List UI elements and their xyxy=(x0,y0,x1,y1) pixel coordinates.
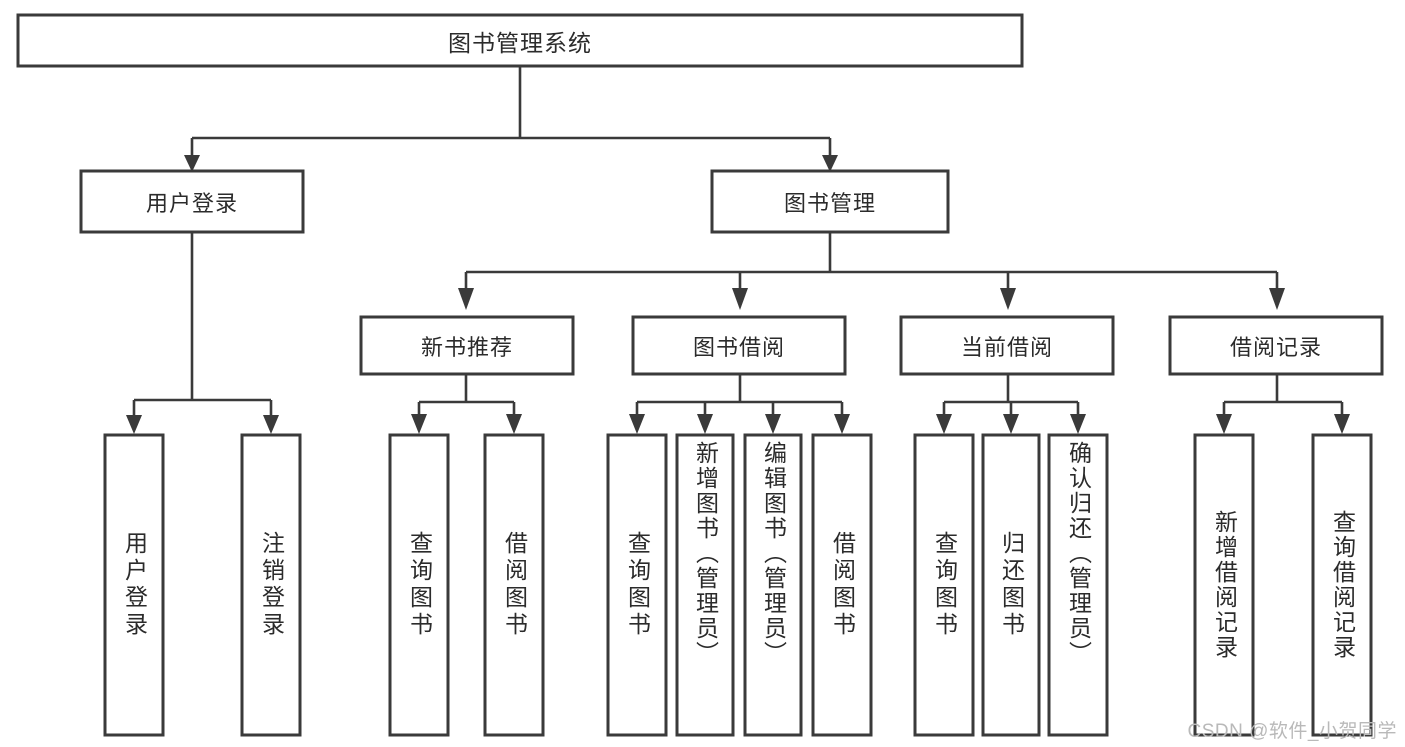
arrowhead-leaf-br-1 xyxy=(1334,414,1350,434)
arrowhead-borrow-record xyxy=(1269,288,1285,310)
arrowhead-user-login xyxy=(184,155,200,172)
leaf-box-bb-0[interactable] xyxy=(606,433,668,737)
arrowhead-leaf-bb-3 xyxy=(834,414,850,434)
leaf-box-nbr-1[interactable] xyxy=(483,433,545,737)
leaf-box-br-1[interactable] xyxy=(1311,433,1373,737)
leaf-box-bb-3[interactable] xyxy=(811,433,873,737)
leaf-box-bb-1[interactable] xyxy=(675,433,735,737)
arrowhead-leaf-bb-2 xyxy=(765,414,781,434)
leaf-box-user-login-1[interactable] xyxy=(240,433,302,737)
arrowhead-leaf-user-login-1 xyxy=(263,415,279,434)
arrowhead-leaf-bb-1 xyxy=(697,414,713,434)
connector-group-book-borrow xyxy=(629,374,850,434)
node-borrow-record[interactable] xyxy=(1168,315,1384,376)
node-root-book-management-system[interactable] xyxy=(16,13,1024,68)
arrowhead-new-book-recommend xyxy=(458,288,474,310)
leaf-box-cb-2[interactable] xyxy=(1047,433,1109,737)
arrowhead-leaf-cb-2 xyxy=(1070,414,1086,434)
arrowhead-leaf-nbr-1 xyxy=(506,414,522,434)
watermark-text: CSDN @软件_小贺同学 xyxy=(1187,721,1397,742)
leaf-box-user-login-0[interactable] xyxy=(103,433,165,737)
node-new-book-recommend[interactable] xyxy=(359,315,575,376)
leaf-box-cb-0[interactable] xyxy=(913,433,975,737)
node-user-login[interactable] xyxy=(79,169,305,234)
connector-group-root xyxy=(184,66,838,172)
leaf-box-br-0[interactable] xyxy=(1193,433,1255,737)
node-current-borrow[interactable] xyxy=(899,315,1115,376)
arrowhead-leaf-user-login-0 xyxy=(126,415,142,434)
connector-group-new-book-recommend xyxy=(411,374,522,434)
arrowhead-leaf-bb-0 xyxy=(629,414,645,434)
connector-group-current-borrow xyxy=(936,374,1086,434)
arrowhead-leaf-nbr-0 xyxy=(411,414,427,434)
arrowhead-book-mgmt xyxy=(822,155,838,172)
node-book-borrow[interactable] xyxy=(631,315,847,376)
leaf-box-bb-2[interactable] xyxy=(743,433,803,737)
arrowhead-leaf-cb-0 xyxy=(936,414,952,434)
arrowhead-current-borrow xyxy=(1000,288,1016,310)
connector-group-borrow-record xyxy=(1216,374,1350,434)
connector-group-user-login xyxy=(126,232,279,434)
arrowhead-book-borrow xyxy=(732,288,748,310)
arrowhead-leaf-br-0 xyxy=(1216,414,1232,434)
leaf-box-nbr-0[interactable] xyxy=(388,433,450,737)
leaf-box-cb-1[interactable] xyxy=(981,433,1041,737)
node-book-management[interactable] xyxy=(710,169,950,234)
arrowhead-leaf-cb-1 xyxy=(1003,414,1019,434)
connector-group-book-mgmt xyxy=(458,232,1285,310)
